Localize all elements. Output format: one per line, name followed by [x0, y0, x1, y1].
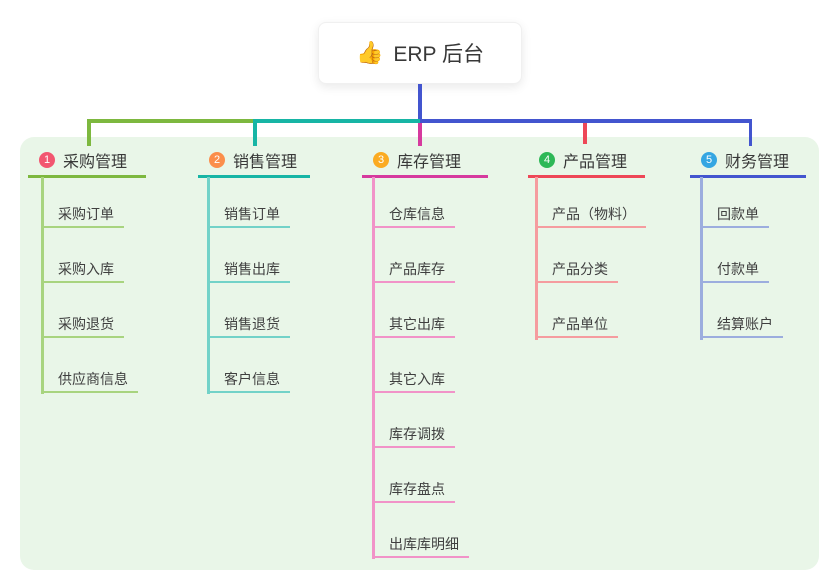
connector-bus-green — [87, 119, 253, 123]
child-node[interactable]: 产品分类 — [535, 257, 618, 283]
child-node[interactable]: 库存盘点 — [372, 477, 455, 503]
branch-number-badge: 4 — [539, 151, 555, 168]
child-label: 销售出库 — [224, 261, 280, 277]
child-label: 其它出库 — [389, 316, 445, 332]
child-node[interactable]: 采购入库 — [41, 257, 124, 283]
child-label: 采购退货 — [58, 316, 114, 332]
child-label: 其它入库 — [389, 371, 445, 387]
child-label: 采购订单 — [58, 206, 114, 222]
child-label: 回款单 — [717, 206, 759, 222]
branch-header-sales[interactable]: 2 销售管理 — [198, 145, 310, 178]
branch-header-purchase[interactable]: 1 采购管理 — [28, 145, 146, 178]
connector-drop-product — [583, 122, 587, 144]
connector-children-product — [535, 177, 538, 340]
branch-number-badge: 3 — [373, 151, 389, 168]
child-node[interactable]: 产品（物料） — [535, 202, 646, 228]
child-node[interactable]: 产品库存 — [372, 257, 455, 283]
child-label: 产品分类 — [552, 261, 608, 277]
root-node[interactable]: 👍 ERP 后台 — [318, 22, 522, 84]
connector-drop-inventory — [418, 122, 422, 146]
child-node[interactable]: 采购订单 — [41, 202, 124, 228]
connector-drop-purchase — [87, 119, 91, 146]
connector-bus-blue — [420, 119, 752, 123]
branch-number-badge: 2 — [209, 151, 225, 168]
branch-number-badge: 1 — [39, 151, 55, 168]
branch-label: 产品管理 — [563, 153, 628, 171]
child-node[interactable]: 客户信息 — [207, 367, 290, 393]
child-label: 产品（物料） — [552, 206, 636, 222]
connector-drop-sales — [253, 119, 257, 146]
child-node[interactable]: 出库库明细 — [372, 532, 469, 558]
child-node[interactable]: 结算账户 — [700, 312, 783, 338]
child-node[interactable]: 产品单位 — [535, 312, 618, 338]
child-label: 销售订单 — [224, 206, 280, 222]
branches-panel — [20, 137, 819, 570]
child-node[interactable]: 销售退货 — [207, 312, 290, 338]
child-label: 库存盘点 — [389, 481, 445, 497]
child-label: 产品单位 — [552, 316, 608, 332]
child-label: 结算账户 — [717, 316, 773, 332]
child-label: 供应商信息 — [58, 371, 128, 387]
branch-number-badge: 5 — [701, 151, 717, 168]
connector-bus-teal — [253, 119, 420, 123]
child-node[interactable]: 仓库信息 — [372, 202, 455, 228]
child-node[interactable]: 销售出库 — [207, 257, 290, 283]
branch-label: 销售管理 — [233, 153, 298, 171]
child-node[interactable]: 采购退货 — [41, 312, 124, 338]
branch-header-product[interactable]: 4 产品管理 — [528, 145, 645, 178]
child-label: 客户信息 — [224, 371, 280, 387]
child-label: 库存调拨 — [389, 426, 445, 442]
connector-children-inventory — [372, 177, 375, 559]
child-label: 仓库信息 — [389, 206, 445, 222]
child-node[interactable]: 回款单 — [700, 202, 769, 228]
child-node[interactable]: 销售订单 — [207, 202, 290, 228]
child-label: 产品库存 — [389, 261, 445, 277]
child-node[interactable]: 其它出库 — [372, 312, 455, 338]
child-label: 销售退货 — [224, 316, 280, 332]
branch-header-finance[interactable]: 5 财务管理 — [690, 145, 806, 178]
child-node[interactable]: 付款单 — [700, 257, 769, 283]
child-label: 付款单 — [717, 261, 759, 277]
connector-children-sales — [207, 177, 210, 394]
branch-label: 财务管理 — [725, 153, 790, 171]
branch-header-inventory[interactable]: 3 库存管理 — [362, 145, 488, 178]
child-label: 出库库明细 — [389, 536, 459, 552]
connector-children-finance — [700, 177, 703, 340]
connector-drop-finance — [748, 119, 752, 146]
connector-children-purchase — [41, 177, 44, 394]
child-node[interactable]: 其它入库 — [372, 367, 455, 393]
connector-root-stem — [418, 84, 422, 122]
branch-label: 采购管理 — [63, 153, 128, 171]
child-node[interactable]: 供应商信息 — [41, 367, 138, 393]
thumbs-up-icon: 👍 — [355, 40, 384, 65]
child-label: 采购入库 — [58, 261, 114, 277]
root-label: ERP 后台 — [393, 43, 485, 66]
child-node[interactable]: 库存调拨 — [372, 422, 455, 448]
branch-label: 库存管理 — [397, 153, 462, 171]
